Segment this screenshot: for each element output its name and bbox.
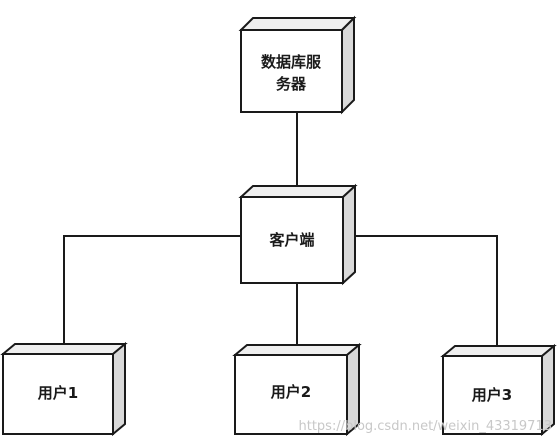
node-side-face	[342, 183, 356, 286]
node-label-database-line1: 数据库服	[261, 53, 322, 71]
node-top-face	[232, 344, 362, 356]
connector-client-to-user1	[63, 235, 241, 354]
node-side-face	[112, 341, 126, 437]
node-database-server: 数据库服 务器	[238, 15, 357, 115]
connectors	[63, 112, 498, 356]
node-user2: 用户2	[232, 342, 362, 437]
node-user3: 用户3	[440, 343, 557, 437]
node-side-face	[341, 15, 355, 115]
node-label-user2: 用户2	[271, 383, 311, 401]
node-front-face	[442, 355, 543, 435]
node-label-client: 客户端	[268, 231, 314, 249]
node-label-user3: 用户3	[472, 386, 512, 404]
node-front-face	[2, 353, 114, 435]
node-top-face	[0, 343, 128, 355]
watermark-text: https://blog.csdn.net/weixin_43319713	[298, 419, 552, 434]
node-top-face	[440, 345, 557, 357]
node-user1: 用户1	[0, 341, 128, 437]
node-top-face	[238, 17, 357, 31]
node-top-face	[238, 185, 358, 198]
node-label-database-line2: 务器	[276, 75, 307, 93]
node-front-face	[240, 29, 343, 113]
connector-client-to-user3	[355, 235, 498, 356]
node-label-user1: 用户1	[38, 384, 78, 402]
node-front-face	[240, 196, 344, 284]
node-front-face	[234, 354, 348, 435]
node-client: 客户端	[238, 183, 358, 286]
